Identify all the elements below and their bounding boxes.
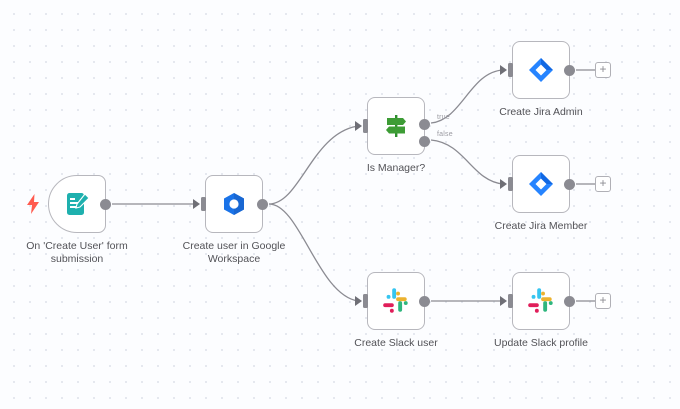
input-arrow-icon [355, 121, 362, 131]
input-port[interactable] [201, 197, 206, 211]
input-arrow-icon [500, 296, 507, 306]
output-port[interactable] [100, 198, 111, 210]
jira-icon [526, 55, 556, 85]
input-arrow-icon [193, 199, 200, 209]
lightning-bolt-icon [26, 194, 40, 214]
node-label: Create Jira Member [494, 220, 588, 232]
input-port[interactable] [508, 177, 513, 191]
node-label: Is Manager? [366, 162, 426, 174]
input-port[interactable] [363, 294, 368, 308]
node-label: On 'Create User' form submission [26, 240, 128, 265]
node-create-jira-member[interactable]: Create Jira Member [495, 155, 587, 232]
node-update-slack-profile[interactable]: Update Slack profile [494, 272, 588, 349]
node-label: Create Slack user [354, 337, 438, 349]
slack-icon [526, 286, 556, 316]
output-port[interactable] [564, 64, 575, 76]
add-node-button[interactable]: + [595, 62, 611, 78]
branch-label-false: false [437, 131, 453, 138]
branch-label-true: true [437, 114, 450, 121]
input-arrow-icon [500, 179, 507, 189]
signpost-switch-icon [381, 111, 411, 141]
output-port[interactable] [419, 295, 430, 307]
google-workspace-icon [219, 189, 249, 219]
input-arrow-icon [355, 296, 362, 306]
output-port[interactable] [257, 198, 268, 210]
jira-icon [526, 169, 556, 199]
slack-icon [381, 286, 411, 316]
output-port[interactable] [564, 178, 575, 190]
input-arrow-icon [500, 65, 507, 75]
node-create-jira-admin[interactable]: Create Jira Admin [499, 41, 583, 118]
form-edit-icon [62, 189, 92, 219]
add-node-button[interactable]: + [595, 293, 611, 309]
add-node-button[interactable]: + [595, 176, 611, 192]
node-trigger-form[interactable]: On 'Create User' form submission [26, 175, 128, 265]
node-label: Update Slack profile [494, 337, 588, 349]
output-port-false[interactable] [419, 136, 430, 147]
node-create-slack-user[interactable]: Create Slack user [354, 272, 438, 349]
node-google-workspace[interactable]: Create user in Google Workspace [183, 175, 285, 265]
output-port[interactable] [564, 295, 575, 307]
node-is-manager[interactable]: Is Manager? [355, 97, 430, 174]
input-port[interactable] [508, 294, 513, 308]
output-port-true[interactable] [419, 119, 430, 130]
input-port[interactable] [363, 119, 368, 133]
input-port[interactable] [508, 63, 513, 77]
node-label: Create user in Google Workspace [182, 240, 286, 265]
node-label: Create Jira Admin [499, 106, 583, 118]
